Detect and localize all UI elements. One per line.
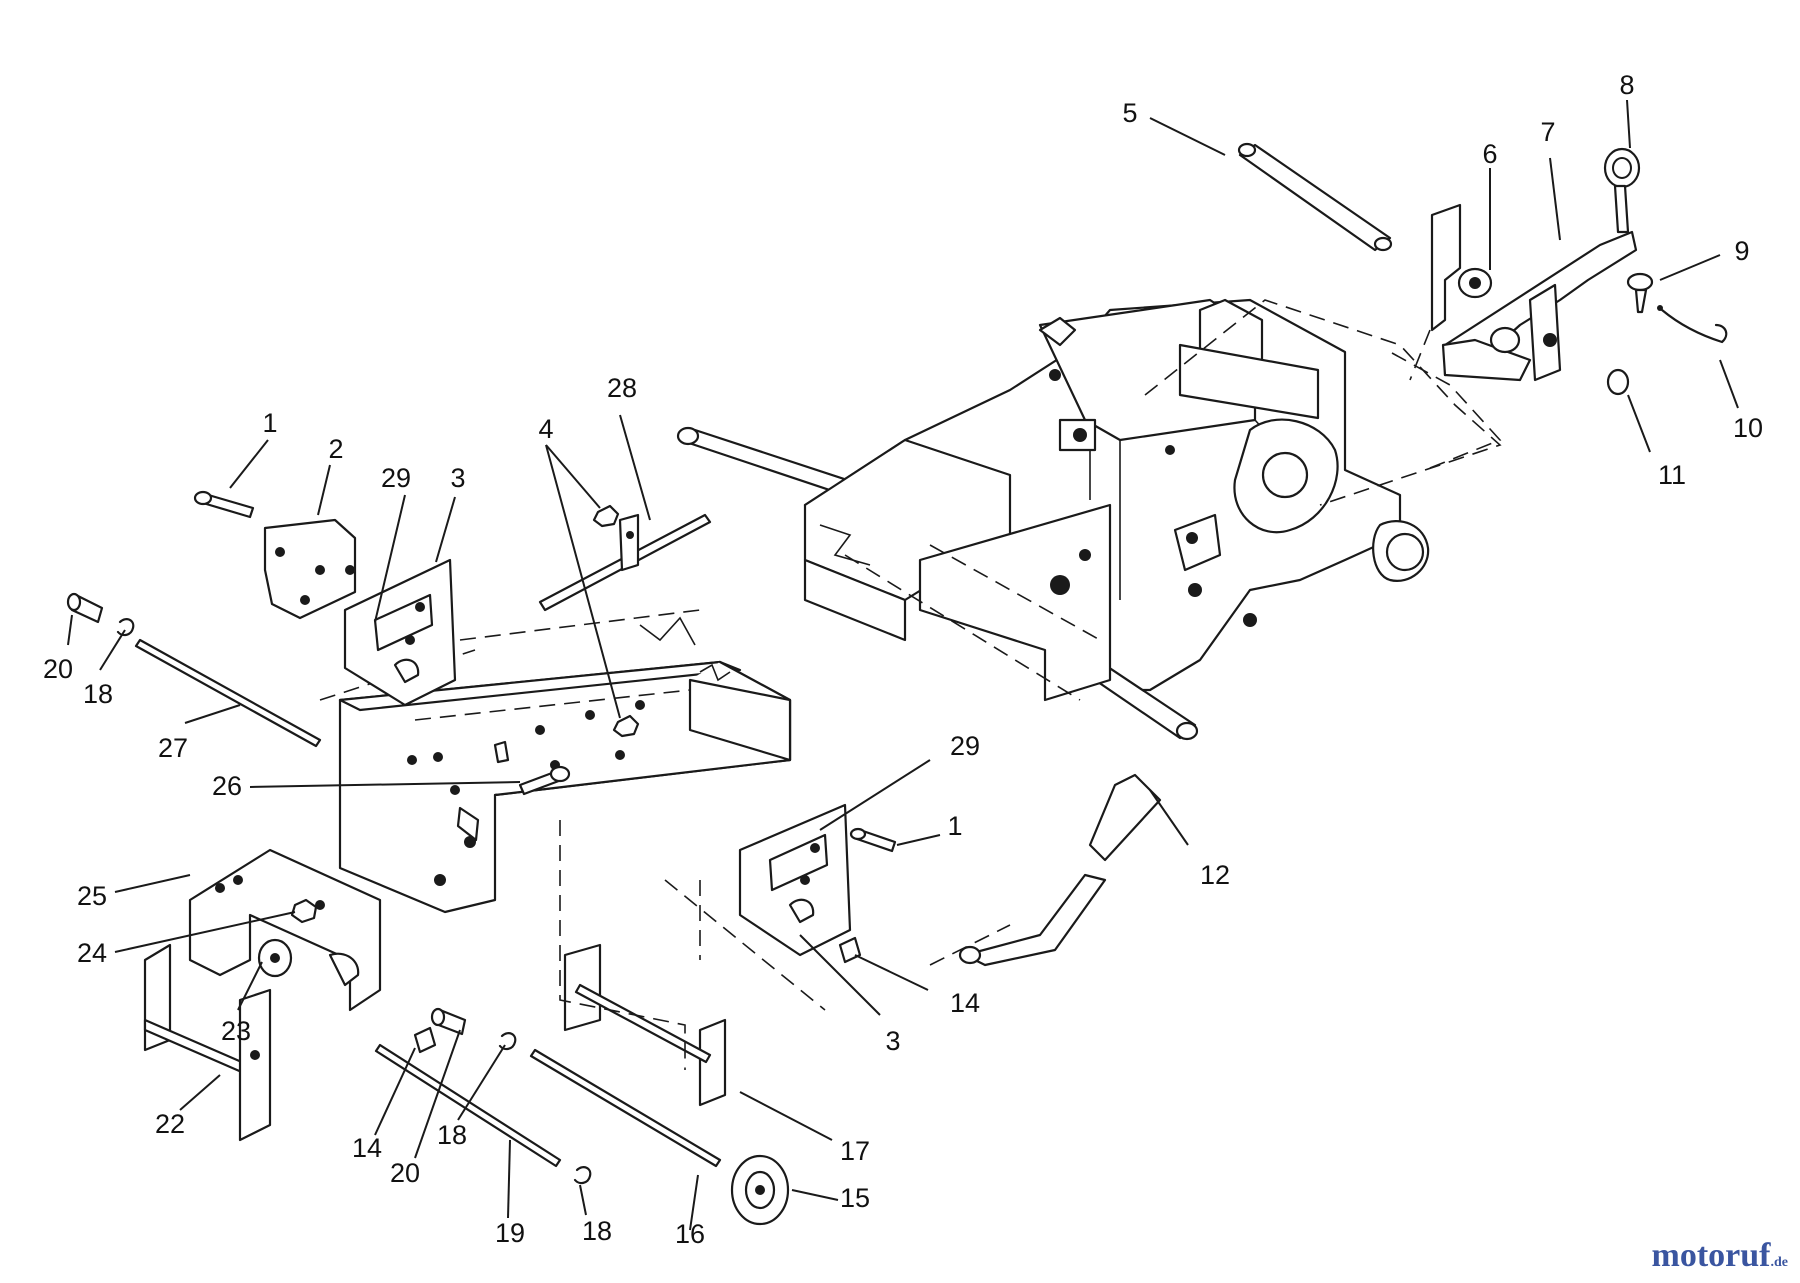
callout-7: 7 <box>1540 117 1555 147</box>
callout-20: 20 <box>390 1158 420 1188</box>
nut-4-top <box>592 504 620 528</box>
callout-8: 8 <box>1619 70 1634 100</box>
callout-29: 29 <box>381 463 411 493</box>
callout-1: 1 <box>947 811 962 841</box>
frame-rail-left <box>803 438 1112 702</box>
callout-6: 6 <box>1482 139 1497 169</box>
callout-1: 1 <box>262 408 277 438</box>
spacer-20-left <box>66 592 104 624</box>
bolt-1-left <box>193 490 255 519</box>
callout-29: 29 <box>950 731 980 761</box>
lock-nut-24 <box>290 898 318 924</box>
watermark-logo: motoruf.de <box>1652 1237 1788 1275</box>
callout-9: 9 <box>1734 236 1749 266</box>
callout-5: 5 <box>1122 98 1137 128</box>
callout-19: 19 <box>495 1218 525 1248</box>
front-bracket-25 <box>188 848 382 1012</box>
callout-3: 3 <box>450 463 465 493</box>
assembly-guide-hitch <box>1391 329 1502 471</box>
leader-lines <box>67 99 1739 1231</box>
e-clip-18-center <box>498 1032 517 1051</box>
drive-shaft-link <box>844 544 1101 701</box>
callout-26: 26 <box>212 771 242 801</box>
hitch-bracket <box>1430 203 1493 332</box>
shaft-28-rod <box>538 513 712 612</box>
roller-23 <box>257 938 293 978</box>
bolt-1-right <box>849 827 897 853</box>
hitch-washer <box>1626 272 1654 314</box>
callout-11: 11 <box>1658 460 1686 490</box>
support-bracket-22 <box>143 943 272 1142</box>
pulley-15 <box>730 1154 790 1226</box>
callout-15: 15 <box>840 1183 870 1213</box>
watermark-text: motoruf <box>1651 1237 1771 1274</box>
decal-plate-left <box>343 558 457 707</box>
e-clip-18-right <box>573 1166 592 1185</box>
link-bracket-17 <box>563 943 727 1107</box>
nut-4-bottom <box>612 714 640 738</box>
callout-labels: 1 2 29 3 4 28 20 18 27 26 25 24 23 22 14… <box>43 70 1763 1249</box>
shaft-16 <box>529 1048 722 1168</box>
callout-17: 17 <box>840 1136 870 1166</box>
callout-18: 18 <box>437 1120 467 1150</box>
callout-14: 14 <box>352 1133 382 1163</box>
callout-27: 27 <box>158 733 188 763</box>
hitch-eye <box>1603 147 1641 234</box>
hitch-plate <box>1441 230 1638 382</box>
spacer-20-center <box>430 1007 467 1036</box>
shaft-27 <box>134 638 322 748</box>
decal-plate-right <box>738 803 852 957</box>
lever-12 <box>958 773 1162 967</box>
callout-14: 14 <box>950 988 980 1018</box>
assembly-guide-upper <box>1144 299 1502 506</box>
callout-3: 3 <box>885 1026 900 1056</box>
callout-25: 25 <box>77 881 107 911</box>
callout-2: 2 <box>328 434 343 464</box>
hair-pin <box>1657 305 1728 344</box>
callout-10: 10 <box>1733 413 1763 443</box>
callout-22: 22 <box>155 1109 185 1139</box>
callout-23: 23 <box>221 1016 251 1046</box>
callout-24: 24 <box>77 938 107 968</box>
bolt-26 <box>518 765 571 796</box>
callout-20: 20 <box>43 654 73 684</box>
callout-18: 18 <box>83 679 113 709</box>
assembly-guide-lower <box>559 820 1011 1070</box>
callout-16: 16 <box>675 1219 705 1249</box>
pin-14-left <box>413 1026 437 1054</box>
mount-bracket <box>263 518 357 620</box>
e-clip-18-left <box>116 618 135 637</box>
pin-14-right <box>838 936 862 964</box>
callout-18: 18 <box>582 1216 612 1246</box>
hitch-pin <box>1237 142 1393 252</box>
callout-28: 28 <box>607 373 637 403</box>
callout-12: 12 <box>1200 860 1230 890</box>
hitch-ring <box>1606 368 1630 396</box>
center-frame <box>338 660 792 914</box>
callout-4: 4 <box>538 414 553 444</box>
watermark-suffix: .de <box>1770 1255 1789 1270</box>
